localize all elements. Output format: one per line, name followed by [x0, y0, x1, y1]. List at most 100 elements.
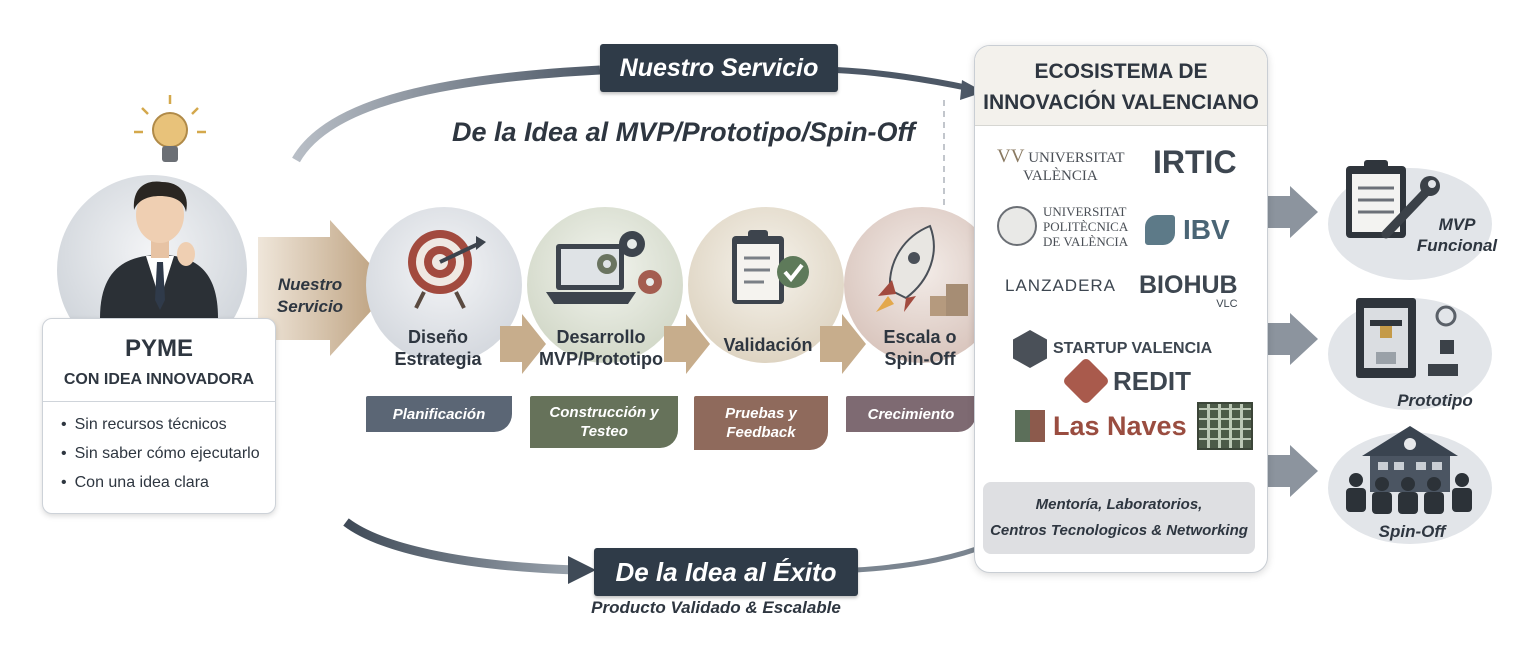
outcome-label-3: Spin-Off	[1362, 521, 1462, 542]
stage-title-4: Escala o Spin-Off	[860, 326, 980, 370]
building-logo-icon	[1197, 402, 1253, 450]
pyme-divider	[43, 401, 275, 402]
outcome-arrow-2	[1268, 313, 1318, 365]
stage-3-tag-line-2: Feedback	[726, 424, 796, 441]
headline: De la Idea al MVP/Prototipo/Spin-Off	[452, 117, 916, 147]
bottom-curve	[343, 518, 576, 575]
outcome-arrow-1	[1268, 186, 1318, 238]
las-naves-text: Las Naves	[1053, 410, 1187, 441]
startup-cube-icon	[1013, 330, 1047, 368]
service-arrow	[258, 220, 392, 356]
bottom-curve-arrowhead	[568, 556, 596, 584]
ecosystem-header: ECOSISTEMA DE INNOVACIÓN VALENCIANO	[975, 46, 1267, 126]
logo-ibv: IBV	[1145, 214, 1230, 246]
stage-1-title-line-2: Estrategia	[394, 349, 482, 369]
stage-1-tag: Planificación	[392, 405, 486, 423]
redit-mark-icon	[1061, 356, 1111, 406]
lightbulb-icon	[134, 95, 206, 162]
logo-startup-valencia: STARTUP VALENCIA	[1013, 330, 1212, 368]
top-banner: Nuestro Servicio	[600, 44, 838, 92]
ecosystem-footer-line-1: Mentoría, Laboratorios,	[1035, 496, 1203, 513]
businessman-icon	[100, 181, 218, 318]
ecosystem-footer-line-2: Centros Tecnologicos & Networking	[990, 522, 1248, 539]
biohub-text: BIOHUB	[1139, 271, 1238, 299]
stage-tag-2: Construcción y Testeo	[530, 396, 678, 448]
ecosystem-footer: Mentoría, Laboratorios, Centros Tecnolog…	[983, 482, 1255, 554]
stage-2-tag-line-2: Testeo	[580, 423, 628, 440]
pyme-bullet-2: Sin saber cómo ejecutarlo	[61, 439, 275, 468]
pyme-bullet-1: Sin recursos técnicos	[61, 410, 275, 439]
clipboard-wrench-icon	[1346, 160, 1440, 239]
stage-title-3: Validación	[708, 334, 828, 356]
logo-irtic: IRTIC	[1153, 144, 1237, 180]
clipboard-check-icon	[732, 230, 809, 304]
las-naves-mark-icon	[1015, 410, 1045, 442]
pyme-subtitle: CON IDEA INNOVADORA	[63, 371, 255, 388]
redit-text: REDIT	[1113, 365, 1191, 396]
bottom-caption: Producto Validado & Escalable	[591, 598, 841, 617]
outcome-arrow-3	[1268, 445, 1318, 497]
upv-line-2: POLITÈCNICA	[1043, 219, 1129, 234]
stage-3-tag-line-1: Pruebas y	[725, 405, 797, 422]
logo-las-naves: Las Naves	[1015, 410, 1187, 442]
stage-tag-1: Planificación	[366, 396, 512, 432]
top-curve-arrowhead	[960, 80, 984, 100]
logo-universitat-valencia: VV UNIVERSITAT VALÈNCIA	[997, 146, 1137, 185]
outcome-1-line-2: Funcional	[1416, 236, 1498, 255]
rocket-icon	[876, 224, 968, 316]
ibv-mark-icon	[1145, 215, 1175, 245]
pyme-card: PYME CON IDEA INNOVADORA Sin recursos té…	[42, 318, 276, 514]
stage-tag-3: Pruebas y Feedback	[694, 396, 828, 450]
stage-2-title-line-1: Desarrollo	[556, 327, 646, 347]
service-arrow-label: Nuestro Servicio	[272, 274, 348, 318]
stage-4-title-line-2: Spin-Off	[884, 349, 956, 369]
upv-line-1: UNIVERSITAT	[1043, 204, 1127, 219]
stage-circle-4	[844, 207, 1000, 363]
uv-line-1: UNIVERSITAT	[1028, 150, 1125, 166]
outcome-1-line-1: MVP	[1438, 215, 1476, 234]
stage-4-title-line-1: Escala o	[883, 327, 957, 347]
uv-line-2: VALÈNCIA	[1023, 168, 1098, 184]
stage-title-1: Diseño Estrategia	[378, 326, 498, 370]
pyme-bullets: Sin recursos técnicos Sin saber cómo eje…	[43, 410, 275, 497]
logo-lanzadera: LANZADERA	[1005, 276, 1117, 295]
outcome-3-line-1: Spin-Off	[1378, 522, 1446, 541]
outcome-label-1: MVP Funcional	[1412, 214, 1502, 256]
logo-biohub: BIOHUB VLC	[1139, 272, 1238, 310]
uv-mark: VV	[997, 146, 1025, 167]
stage-2-title-line-2: MVP/Prototipo	[539, 349, 663, 369]
3d-printer-icon	[1356, 298, 1458, 378]
upv-seal-icon	[997, 206, 1037, 246]
upv-line-3: DE VALÈNCIA	[1043, 234, 1129, 249]
ecosystem-title-line-2: INNOVACIÓN VALENCIANO	[983, 91, 1259, 114]
ibv-text: IBV	[1183, 214, 1230, 245]
stage-4-tag: Crecimiento	[867, 405, 955, 423]
stage-1-title-line-1: Diseño	[407, 327, 468, 347]
chevron-1	[500, 314, 546, 374]
ecosystem-panel: ECOSISTEMA DE INNOVACIÓN VALENCIANO VV U…	[974, 45, 1268, 573]
service-arrow-line-1: Nuestro	[277, 275, 343, 294]
biohub-sub: VLC	[1216, 298, 1238, 310]
stage-tag-4: Crecimiento	[846, 396, 976, 432]
top-curve	[292, 65, 601, 163]
building-team-icon	[1346, 426, 1472, 514]
top-curve-right	[835, 67, 969, 91]
ecosystem-title-line-1: ECOSISTEMA DE	[1034, 60, 1208, 83]
stage-3-title-line-1: Validación	[723, 335, 813, 355]
chevron-2	[664, 314, 710, 374]
bottom-banner: De la Idea al Éxito	[594, 548, 858, 596]
service-arrow-line-2: Servicio	[276, 297, 344, 316]
logo-upv: UNIVERSITAT POLITÈCNICA DE VALÈNCIA	[997, 204, 1157, 249]
logo-redit: REDIT	[1061, 356, 1191, 406]
outcome-label-2: Prototipo	[1380, 390, 1490, 411]
target-icon	[408, 230, 486, 309]
pyme-bullet-3: Con una idea clara	[61, 468, 275, 497]
laptop-gears-icon	[546, 231, 662, 304]
chevron-3	[820, 314, 866, 374]
stage-title-2: Desarrollo MVP/Prototipo	[530, 326, 672, 370]
bottom-curve-right	[855, 541, 991, 573]
startup-text: STARTUP VALENCIA	[1053, 340, 1213, 357]
outcome-2-line-1: Prototipo	[1397, 391, 1473, 410]
pyme-title: PYME	[124, 335, 193, 362]
